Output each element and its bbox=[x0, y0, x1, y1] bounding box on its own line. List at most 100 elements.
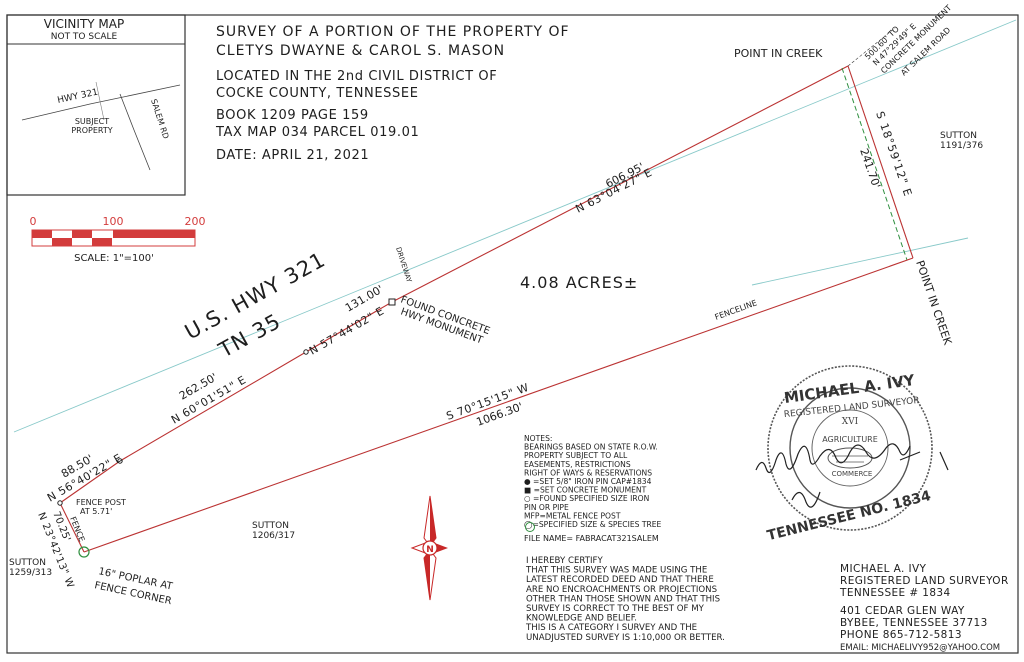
vicinity-subject-label: SUBJECT bbox=[75, 117, 109, 126]
notes-line: ● =SET 5/8" IRON PIN CAP#1834 bbox=[524, 477, 652, 486]
title-owners: CLETYS DWAYNE & CAROL S. MASON bbox=[216, 43, 505, 59]
adjoiner-sutton-ne: SUTTON bbox=[940, 131, 977, 141]
north-boundary bbox=[59, 65, 849, 504]
iron-pin bbox=[117, 458, 123, 464]
scale-bar: 0 100 200 SCALE: 1"=100' bbox=[30, 215, 206, 264]
title-tax-map: TAX MAP 034 PARCEL 019.01 bbox=[215, 125, 419, 140]
title-book-page: BOOK 1209 PAGE 159 bbox=[216, 108, 369, 123]
call-2-bearing: N 57°44'02" E bbox=[307, 304, 386, 357]
north-arrow-down-fill bbox=[424, 550, 430, 600]
north-arrow-center bbox=[422, 540, 438, 556]
east-distance: 241.70' bbox=[857, 147, 883, 190]
scale-bar-segment bbox=[72, 230, 92, 238]
vicinity-map-frame bbox=[6, 14, 186, 196]
seal-outer-ring bbox=[767, 365, 933, 531]
notes-line: ○ =FOUND SPECIFIED SIZE IRON bbox=[524, 494, 649, 503]
signature bbox=[755, 443, 949, 508]
vicinity-salem-road bbox=[119, 93, 151, 171]
notes-line: BEARINGS BASED ON STATE R.O.W. bbox=[524, 443, 658, 452]
fence-post-label-2: AT 5.71' bbox=[80, 507, 112, 516]
iron-pin bbox=[57, 500, 63, 506]
notes-line: EASEMENTS, RESTRICTIONS bbox=[524, 460, 631, 469]
scale-tick-0: 0 bbox=[30, 215, 37, 228]
seal-commerce: COMMERCE bbox=[832, 470, 873, 478]
highway-row-line bbox=[13, 19, 1017, 433]
certification-line: I HEREBY CERTIFY bbox=[526, 556, 603, 566]
adjoiner-sutton-s-ref: 1206/317 bbox=[252, 531, 295, 541]
east-boundary bbox=[847, 65, 914, 259]
adjoiner-sutton-s: SUTTON bbox=[252, 521, 289, 531]
adjoiner-sutton-w-ref: 1259/313 bbox=[9, 568, 52, 578]
title-block: SURVEY OF A PORTION OF THE PROPERTY OF C… bbox=[215, 24, 570, 163]
certification-line: SURVEY IS CORRECT TO THE BEST OF MY bbox=[526, 604, 705, 614]
seal-bottom-text: TENNESSEE NO. 1834 bbox=[766, 488, 933, 544]
surveyor-address-1: 401 CEDAR GLEN WAY bbox=[840, 605, 965, 617]
scale-tick-200: 200 bbox=[185, 215, 206, 228]
surveyor-title: REGISTERED LAND SURVEYOR bbox=[840, 575, 1009, 587]
north-arrow: N bbox=[410, 495, 448, 601]
title-district: LOCATED IN THE 2nd CIVIL DISTRICT OF bbox=[216, 69, 497, 84]
scale-label: SCALE: 1"=100' bbox=[74, 253, 154, 264]
seal-emblem-lines bbox=[832, 455, 868, 463]
scale-bar-segment bbox=[32, 230, 52, 238]
notes-line: ◯=SPECIFIED SIZE & SPECIES TREE bbox=[524, 520, 662, 529]
seal-number: XVI bbox=[842, 417, 859, 427]
west-boundary bbox=[59, 502, 85, 553]
certification-line: UNADJUSTED SURVEY IS 1:10,000 OR BETTER. bbox=[526, 633, 725, 643]
iron-pin bbox=[303, 349, 309, 355]
scale-tick-100: 100 bbox=[103, 215, 124, 228]
south-boundary bbox=[83, 257, 914, 553]
vicinity-map: VICINITY MAP NOT TO SCALE HWY 321 SUBJEC… bbox=[6, 14, 186, 196]
vicinity-side-road bbox=[95, 81, 105, 121]
surveyor-phone: PHONE 865-712-5813 bbox=[840, 629, 962, 641]
notes-line: RIGHT OF WAYS & RESERVATIONS bbox=[524, 468, 652, 477]
certification-line: THAT THIS SURVEY WAS MADE USING THE bbox=[525, 566, 707, 576]
vicinity-map-title: VICINITY MAP bbox=[44, 17, 124, 31]
notes-line: MFP=METAL FENCE POST bbox=[524, 511, 621, 520]
poplar-tree bbox=[78, 546, 90, 558]
surveyor-name: MICHAEL A. IVY bbox=[840, 563, 927, 575]
north-arrow-letter: N bbox=[426, 545, 434, 555]
notes-block: NOTES:BEARINGS BASED ON STATE R.O.W.PROP… bbox=[524, 434, 662, 529]
certification-line: OTHER THAN THOSE SHOWN AND THAT THIS bbox=[526, 594, 720, 604]
point-in-creek-north: POINT IN CREEK bbox=[734, 47, 823, 60]
title-line-1: SURVEY OF A PORTION OF THE PROPERTY OF bbox=[216, 24, 570, 40]
fenceline-label: FENCELINE bbox=[714, 298, 759, 322]
found-concrete-monument bbox=[388, 298, 396, 306]
tie-line bbox=[847, 27, 896, 67]
scale-bar-segment bbox=[92, 238, 112, 246]
vicinity-salem-label: SALEM RD bbox=[149, 98, 170, 140]
seal-inner-ring bbox=[789, 387, 911, 509]
notes-line: ■ =SET CONCRETE MONUMENT bbox=[524, 486, 647, 495]
file-name: FILE NAME= FABRACAT321SALEM bbox=[524, 534, 659, 543]
surveyor-seal: MICHAEL A. IVY REGISTERED LAND SURVEYOR … bbox=[755, 365, 949, 544]
surveyor-email: EMAIL: MICHAELIVY952@YAHOO.COM bbox=[840, 643, 1000, 653]
certification-line: LATEST RECORDED DEED AND THAT THERE bbox=[526, 575, 714, 585]
title-county: COCKE COUNTY, TENNESSEE bbox=[216, 86, 419, 101]
seal-center-ring bbox=[811, 409, 889, 487]
notes-line: NOTES: bbox=[524, 434, 552, 443]
certification-line: ARE NO ENCROACHMENTS OR PROJECTIONS bbox=[526, 585, 717, 595]
seal-agriculture: AGRICULTURE bbox=[822, 435, 878, 444]
driveway-label: DRIVEWAY bbox=[394, 246, 413, 284]
surveyor-address-2: BYBEE, TENNESSEE 37713 bbox=[840, 617, 988, 629]
surveyor-block: MICHAEL A. IVY REGISTERED LAND SURVEYOR … bbox=[839, 563, 1009, 653]
certification-line: KNOWLEDGE AND BELIEF. bbox=[526, 614, 637, 624]
east-creek-line bbox=[841, 67, 908, 261]
adjoiner-sutton-ne-ref: 1191/376 bbox=[940, 141, 983, 151]
fence-post-label-1: FENCE POST bbox=[76, 498, 126, 507]
tree-legend-symbol bbox=[525, 522, 535, 532]
scale-bar-segment bbox=[52, 238, 72, 246]
adjoiner-sutton-w: SUTTON bbox=[9, 558, 46, 568]
notes-line: PROPERTY SUBJECT TO ALL bbox=[524, 451, 628, 460]
sheet-border bbox=[6, 14, 1019, 654]
vicinity-hwy-road bbox=[21, 84, 181, 121]
surveyor-license: TENNESSEE # 1834 bbox=[839, 587, 951, 599]
vicinity-map-subtitle: NOT TO SCALE bbox=[51, 32, 118, 42]
notes-line: PIN OR PIPE bbox=[524, 503, 569, 512]
title-date: DATE: APRIL 21, 2021 bbox=[216, 148, 369, 163]
scale-bar-segment bbox=[113, 230, 195, 238]
north-arrow-up-fill bbox=[430, 496, 436, 546]
